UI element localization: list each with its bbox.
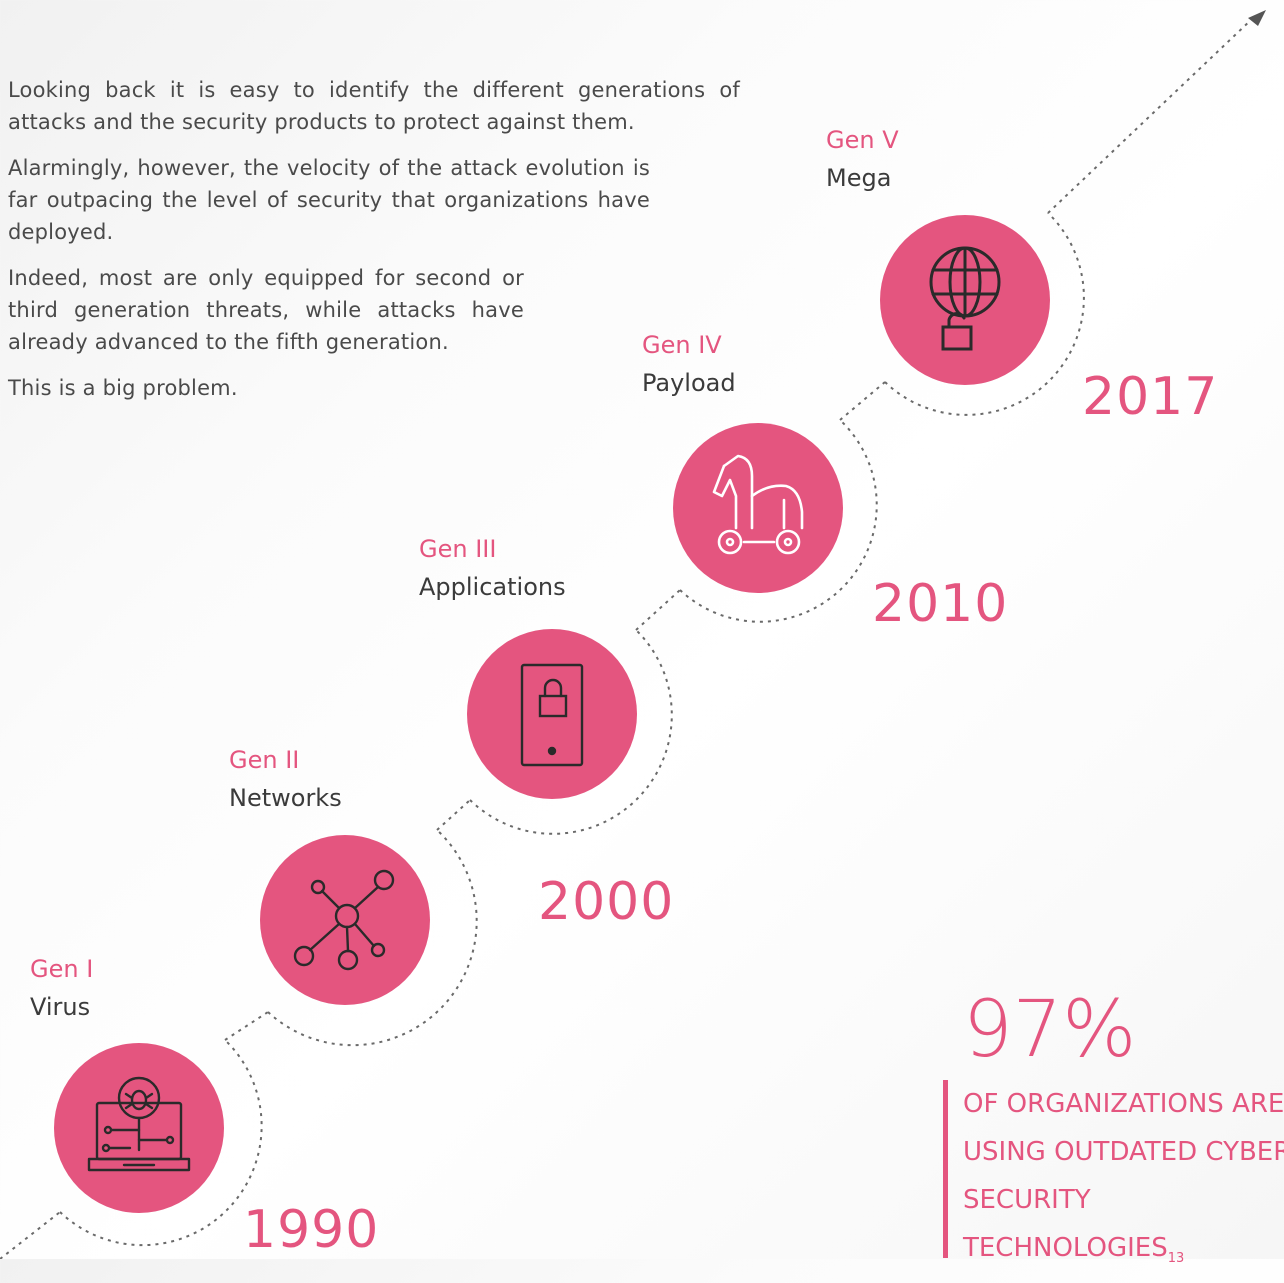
stat-text-body: OF ORGANIZATIONS ARE USING OUTDATED CYBE…	[963, 1089, 1284, 1263]
intro-text: Looking back it is easy to identify the …	[8, 74, 748, 404]
year-2017: 2017	[1082, 367, 1219, 427]
timeline-path	[0, 17, 1254, 1259]
gen-number: Gen III	[419, 535, 497, 563]
bug-laptop-icon	[87, 1076, 191, 1172]
year-2000: 2000	[538, 872, 675, 932]
stat-box: OF ORGANIZATIONS ARE USING OUTDATED CYBE…	[943, 1080, 1284, 1266]
gen-ii-circle	[260, 835, 430, 1005]
gen-name: Networks	[229, 784, 342, 812]
gen-name: Virus	[30, 993, 91, 1021]
intro-p1: Looking back it is easy to identify the …	[8, 78, 740, 134]
gen-name: Mega	[826, 164, 892, 192]
year-2010: 2010	[872, 574, 1009, 634]
arrow-head-icon	[1248, 10, 1266, 26]
gen-ii-label: Gen II Networks	[229, 741, 342, 817]
intro-p2: Alarmingly, however, the velocity of the…	[8, 156, 650, 244]
stat-callout: 97% OF ORGANIZATIONS ARE USING OUTDATED …	[943, 980, 1284, 1266]
gen-i-label: Gen I Virus	[30, 950, 93, 1026]
gen-iv-circle	[673, 423, 843, 593]
intro-p4: This is a big problem.	[8, 376, 238, 400]
gen-v-label: Gen V Mega	[826, 121, 899, 197]
gen-number: Gen II	[229, 746, 300, 774]
gen-name: Payload	[642, 369, 736, 397]
stat-percent: 97%	[963, 985, 1137, 1075]
globe-lock-icon	[929, 246, 1001, 351]
network-nodes-icon	[293, 869, 395, 971]
gen-name: Applications	[419, 573, 566, 601]
locked-phone-icon	[520, 663, 584, 767]
gen-number: Gen IV	[642, 331, 722, 359]
year-1990: 1990	[243, 1200, 380, 1260]
intro-p3: Indeed, most are only equipped for secon…	[8, 266, 524, 354]
gen-iv-label: Gen IV Payload	[642, 326, 736, 402]
stat-text: OF ORGANIZATIONS ARE USING OUTDATED CYBE…	[963, 1080, 1284, 1283]
gen-iii-circle	[467, 629, 637, 799]
gen-iii-label: Gen III Applications	[419, 530, 566, 606]
gen-number: Gen V	[826, 126, 899, 154]
gen-number: Gen I	[30, 955, 94, 983]
trojan-horse-icon	[712, 454, 804, 555]
